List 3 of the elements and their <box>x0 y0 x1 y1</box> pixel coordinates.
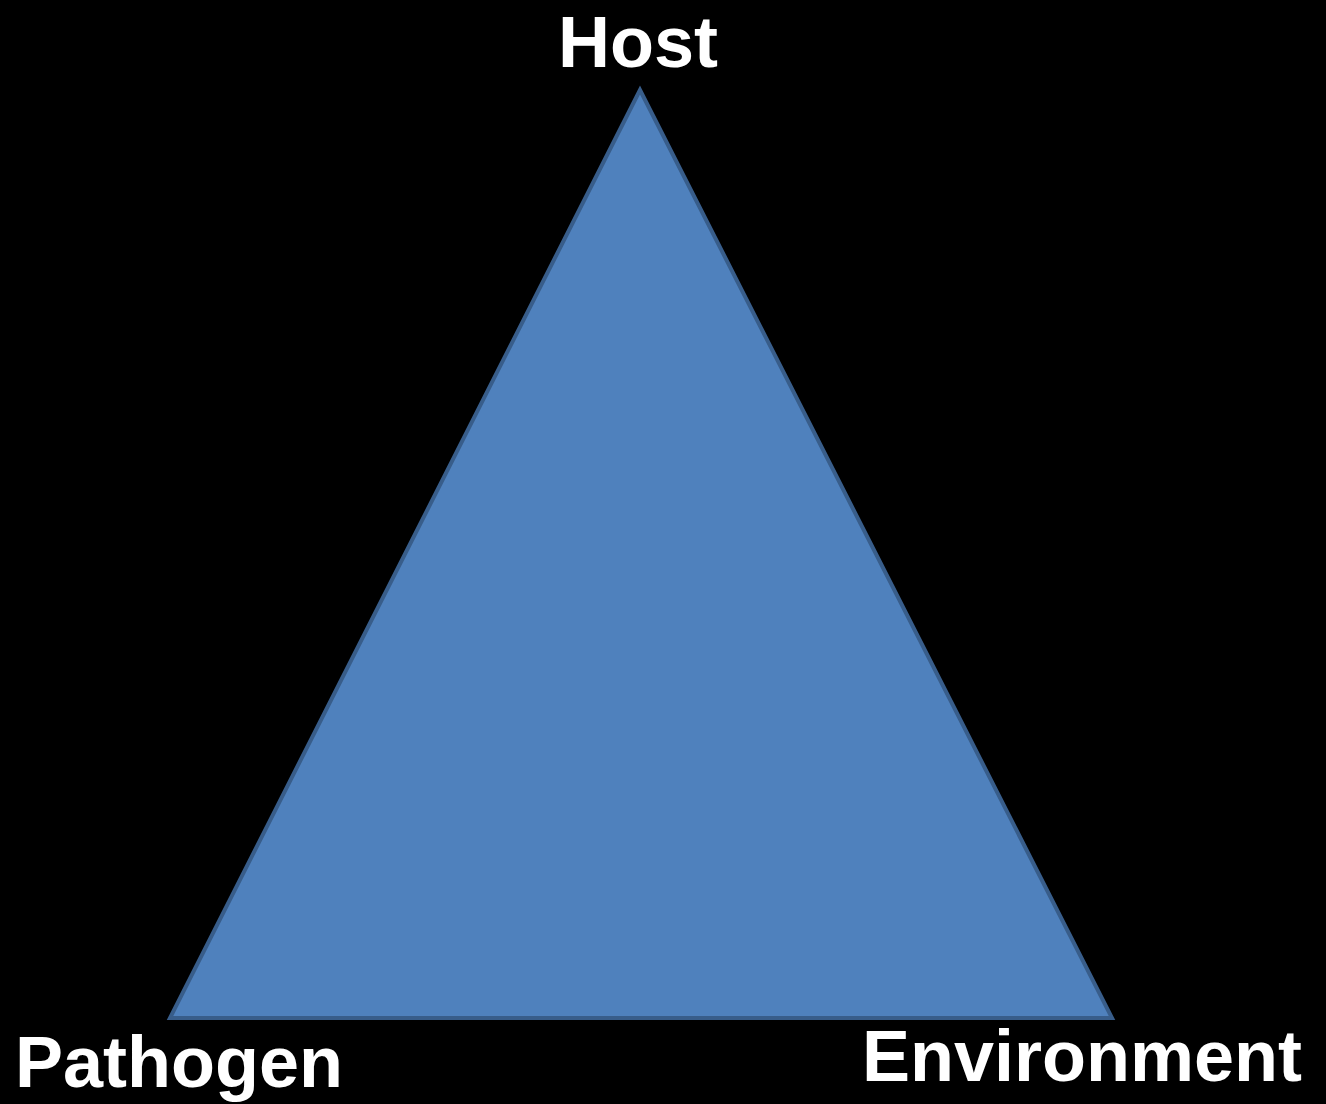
vertex-label: Pathogen <box>15 1022 343 1102</box>
vertex-label: Environment <box>862 1016 1303 1096</box>
vertex-label: Host <box>558 2 718 82</box>
